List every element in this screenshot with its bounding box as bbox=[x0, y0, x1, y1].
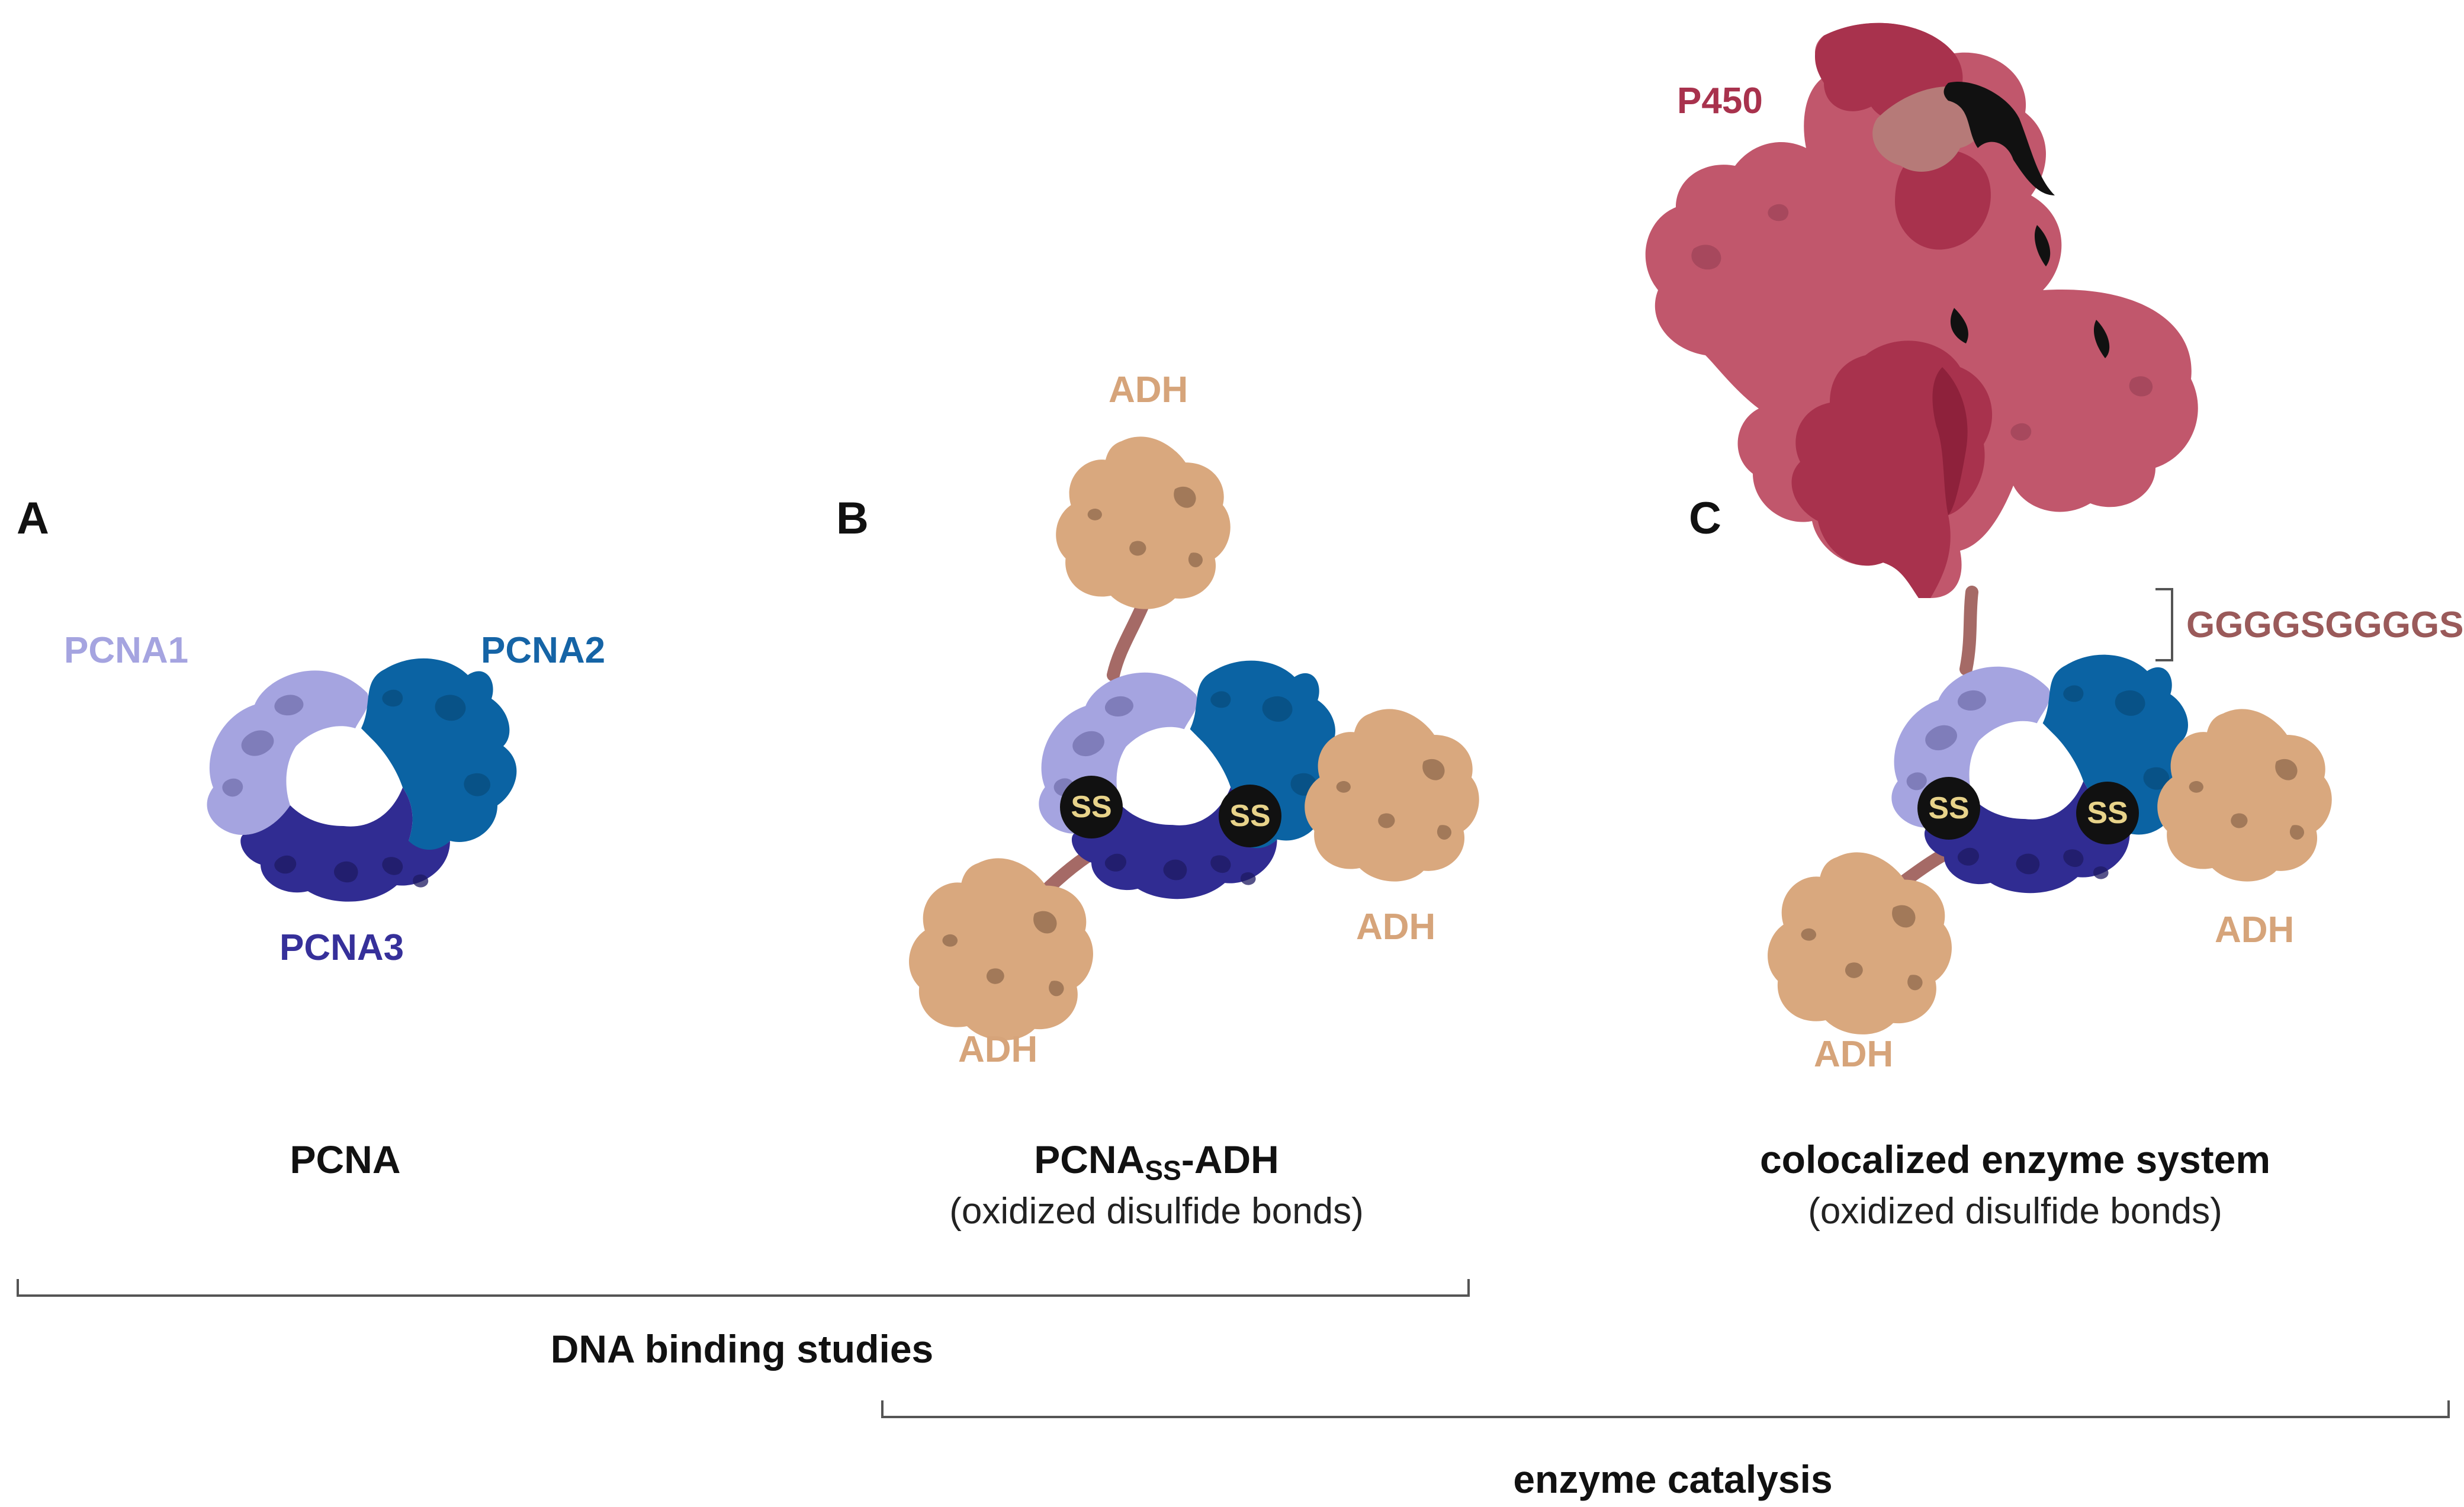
panel-a-title: PCNA bbox=[290, 1138, 401, 1181]
disulfide-badge-b1: SS bbox=[1060, 776, 1123, 838]
dna-bracket-line bbox=[17, 1279, 1470, 1297]
linker-b-top bbox=[1107, 592, 1152, 682]
adh-label-b-left: ADH bbox=[958, 1029, 1038, 1070]
linker-label: GGGGSGGGGS bbox=[2186, 605, 2464, 645]
p450-label: P450 bbox=[1677, 81, 1763, 121]
adh-label-c-left: ADH bbox=[1814, 1034, 1894, 1075]
panel-b-note: (oxidized disulfide bonds) bbox=[949, 1191, 1364, 1232]
adh-label-c-right: ADH bbox=[2215, 910, 2295, 950]
pcna2-label: PCNA2 bbox=[481, 630, 606, 671]
panel-c-note: (oxidized disulfide bonds) bbox=[1808, 1191, 2222, 1232]
panel-b-title: PCNASS-ADH bbox=[1034, 1140, 1279, 1184]
disulfide-badge-c2: SS bbox=[2076, 782, 2139, 844]
enzyme-bracket-line bbox=[881, 1400, 2450, 1418]
adh-label-b-right: ADH bbox=[1356, 907, 1436, 947]
panel-b-title-sub: SS bbox=[1145, 1155, 1181, 1186]
panel-b-title-main: PCNA bbox=[1034, 1138, 1145, 1181]
linker-c-top bbox=[1959, 586, 1978, 676]
adh-blob-b-left bbox=[909, 858, 1093, 1040]
panel-a-letter: A bbox=[17, 493, 49, 544]
adh-label-b-top: ADH bbox=[1109, 369, 1188, 410]
panel-c-title: colocalized enzyme system bbox=[1759, 1138, 2271, 1181]
panel-c-letter: C bbox=[1689, 493, 1721, 544]
pcna3-label: PCNA3 bbox=[280, 927, 404, 968]
enzyme-catalysis-caption: enzyme catalysis bbox=[1513, 1457, 1833, 1501]
p450-complex bbox=[1645, 23, 2198, 599]
adh-blob-b-top bbox=[1056, 436, 1231, 609]
dna-binding-caption: DNA binding studies bbox=[550, 1327, 934, 1371]
panel-b-letter: B bbox=[836, 493, 869, 544]
adh-blob-c-left bbox=[1768, 852, 1952, 1034]
pcna-ring-a bbox=[207, 658, 517, 902]
disulfide-badge-b2: SS bbox=[1219, 785, 1281, 847]
panel-b-title-tail: -ADH bbox=[1181, 1138, 1279, 1181]
linker-bracket bbox=[2155, 588, 2173, 661]
pcna1-label: PCNA1 bbox=[64, 630, 189, 671]
disulfide-badge-c1: SS bbox=[1917, 777, 1980, 840]
